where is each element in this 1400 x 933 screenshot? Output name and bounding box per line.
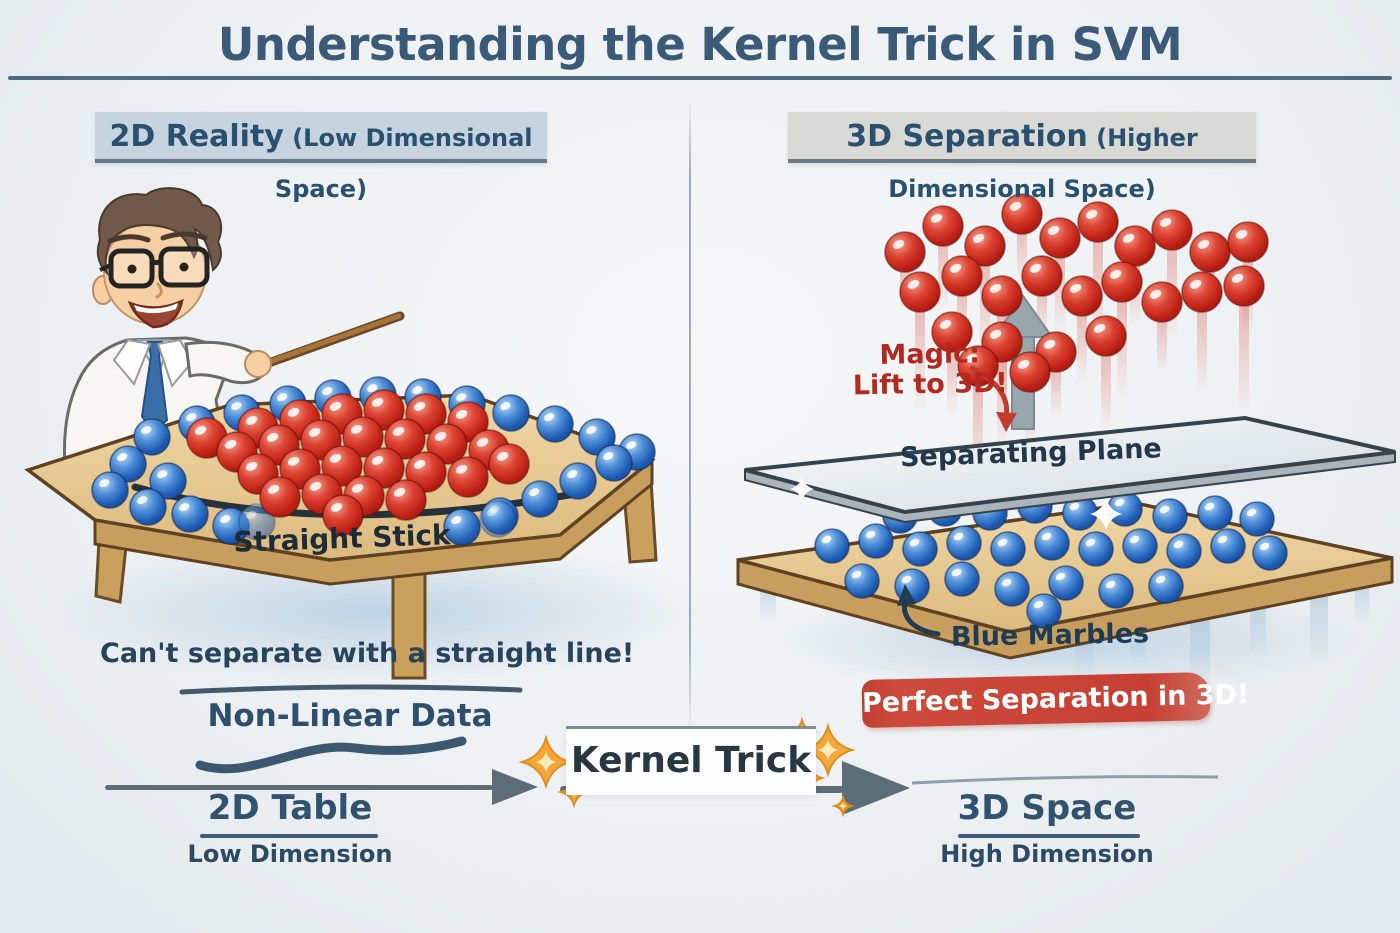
hair <box>96 187 223 277</box>
blue-marbles-label: Blue Marbles <box>950 618 1150 653</box>
left-footer-rule <box>200 834 378 838</box>
right-panel-header: 3D Separation (Higher Dimensional Space) <box>788 112 1256 203</box>
separating-plane <box>744 415 1396 515</box>
magic-arrow <box>969 365 1017 432</box>
left-footer-subtitle: Low Dimension <box>187 840 393 868</box>
perfect-separation-text: Perfect Separation in 3D! <box>861 679 1250 719</box>
left-header-title: 2D Reality <box>109 119 284 154</box>
eyebrow-right <box>160 231 208 241</box>
nonlinear-data-label: Non-Linear Data <box>207 698 493 734</box>
page-title: Understanding the Kernel Trick in SVM <box>217 18 1183 71</box>
lapel-left <box>112 338 152 386</box>
blue-marbles-arrow <box>897 584 941 637</box>
panel-divider <box>689 100 691 732</box>
perfect-separation-banner: Perfect Separation in 3D! <box>861 672 1250 728</box>
left-header-subtitle: (Low Dimensional Space) <box>274 124 533 203</box>
right-footer-title: 3D Space <box>957 788 1137 828</box>
hand <box>244 350 272 378</box>
left-panel-header: 2D Reality (Low Dimensional Space) <box>95 112 547 203</box>
teeth <box>134 303 178 314</box>
left-footer-title: 2D Table <box>207 788 373 828</box>
magic-lift-label: Magic:Lift to 3D! <box>849 338 1010 402</box>
kernel-trick-label: Kernel Trick <box>570 740 812 781</box>
glasses-temple <box>99 263 112 272</box>
table-shadow <box>50 540 710 684</box>
right-header-title: 3D Separation <box>846 119 1088 154</box>
eye-left <box>127 264 137 274</box>
caption-underline <box>179 684 523 695</box>
glasses-bridge <box>151 259 162 266</box>
right-header-subtitle: (Higher Dimensional Space) <box>888 124 1198 203</box>
magic-line1: Magic: <box>879 338 981 371</box>
right-footer-rule <box>958 834 1140 838</box>
plane-glints <box>790 477 1122 530</box>
nonlinear-wave <box>195 736 467 774</box>
left-table-marbles <box>91 376 656 546</box>
eye-right <box>179 262 189 272</box>
nose <box>155 282 163 299</box>
board-blue-marbles <box>814 488 1288 629</box>
eyebrow-left <box>107 234 151 244</box>
lifted-red-marbles <box>884 193 1269 393</box>
title-rule <box>8 76 1392 80</box>
right-footer-subtitle: High Dimension <box>940 840 1154 868</box>
kernel-trick-box: Kernel Trick <box>566 726 816 795</box>
magic-line2: Lift to 3D! <box>852 367 1008 402</box>
cant-separate-caption: Can't separate with a straight line! <box>100 638 635 669</box>
